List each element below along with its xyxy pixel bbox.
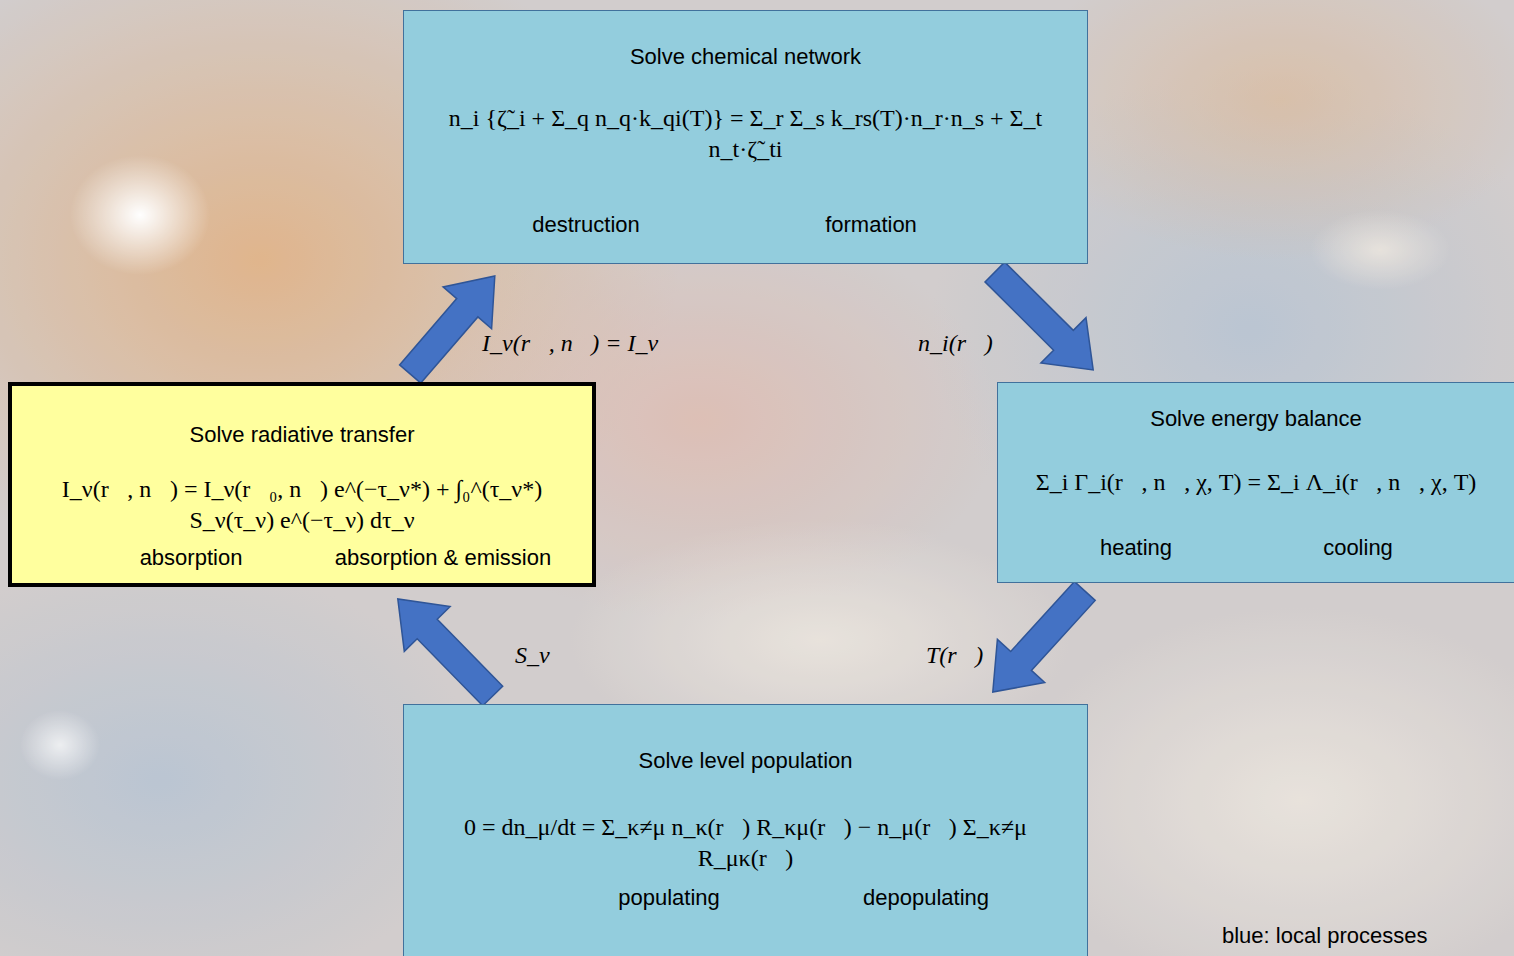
text-slot: depopulating [863,884,989,913]
flow-arrow [985,262,1093,370]
equation: I_ν(r⃗, n⃗) = I_ν(r⃗₀, n⃗) e^(−τ_ν*) + ∫… [28,474,576,536]
text-slot: Solve energy balance [998,405,1514,434]
text-slot: Solve chemical network [404,43,1087,72]
term-label: cooling [1323,534,1393,563]
term-label: depopulating [863,884,989,913]
term-label: formation [825,211,917,240]
note-text: blue: local processes [1222,922,1427,951]
text-slot: n_i(r⃗) [918,328,993,359]
flow-arrow [398,599,503,706]
text-slot: n_i {ζ̃_i + Σ_q n_q·k_qi(T)} = Σ_r Σ_s k… [404,103,1087,165]
term-label: populating [618,884,720,913]
equation: Σ_i Γ_i(r⃗, n⃗, χ, T) = Σ_i Λ_i(r⃗, n⃗, … [1014,467,1498,498]
box-title: Solve chemical network [420,43,1071,72]
text-slot: S_ν [515,640,550,671]
edge-label: I_ν(r⃗, n⃗) = I_ν [482,328,658,359]
text-slot: destruction [532,211,640,240]
box-title: Solve energy balance [1014,405,1498,434]
term-label: absorption & emission [335,544,551,573]
text-slot: blue: local processes [1222,922,1427,951]
equation: 0 = dn_μ/dt = Σ_κ≠μ n_κ(r⃗) R_κμ(r⃗) − n… [420,812,1071,874]
process-box: Solve radiative transferI_ν(r⃗, n⃗) = I_… [8,382,596,587]
equation: n_i {ζ̃_i + Σ_q n_q·k_qi(T)} = Σ_r Σ_s k… [420,103,1071,165]
text-slot: heating [1100,534,1172,563]
box-title: Solve radiative transfer [28,421,576,450]
edge-label: T(r⃗) [926,640,983,671]
text-slot: Σ_i Γ_i(r⃗, n⃗, χ, T) = Σ_i Λ_i(r⃗, n⃗, … [998,467,1514,498]
box-title: Solve level population [420,747,1071,776]
text-slot: populating [618,884,720,913]
text-slot: I_ν(r⃗, n⃗) = I_ν [482,328,658,359]
text-slot: cooling [1323,534,1393,563]
text-slot: Solve radiative transfer [12,421,592,450]
text-slot: absorption & emission [335,544,551,573]
edge-label: S_ν [515,640,550,671]
text-slot: Solve level population [404,747,1087,776]
text-slot: T(r⃗) [926,640,983,671]
flow-arrow [993,582,1095,692]
process-box: Solve energy balanceΣ_i Γ_i(r⃗, n⃗, χ, T… [997,382,1514,583]
process-box: Solve level population 0 = dn_μ/dt = Σ_κ≠… [403,704,1088,956]
text-slot: formation [825,211,917,240]
flow-arrow [400,276,495,383]
text-slot: absorption [140,544,243,573]
term-label: absorption [140,544,243,573]
term-label: destruction [532,211,640,240]
text-slot: 0 = dn_μ/dt = Σ_κ≠μ n_κ(r⃗) R_κμ(r⃗) − n… [404,812,1087,874]
edge-label: n_i(r⃗) [918,328,993,359]
process-box: Solve chemical network n_i {ζ̃_i + Σ_q n_… [403,10,1088,264]
text-slot: I_ν(r⃗, n⃗) = I_ν(r⃗₀, n⃗) e^(−τ_ν*) + ∫… [12,474,592,536]
term-label: heating [1100,534,1172,563]
